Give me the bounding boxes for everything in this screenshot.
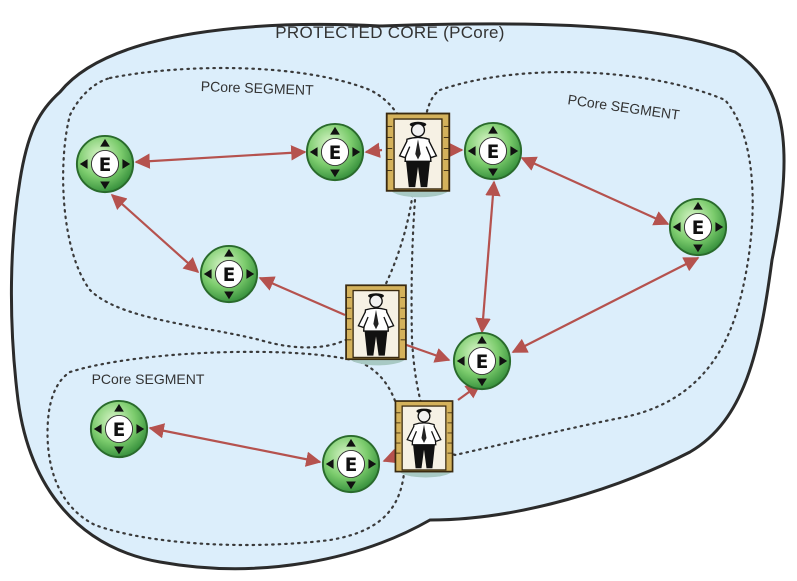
segment-label-bottom-left: PCore SEGMENT bbox=[92, 371, 205, 387]
link bbox=[134, 145, 307, 169]
link bbox=[475, 180, 501, 334]
link bbox=[511, 257, 700, 353]
segment-border-right bbox=[410, 71, 754, 457]
segment-label-top-left: PCore SEGMENT bbox=[201, 78, 315, 98]
link bbox=[520, 156, 670, 226]
link bbox=[110, 193, 200, 274]
link bbox=[382, 448, 400, 464]
link bbox=[364, 142, 383, 158]
link bbox=[258, 276, 346, 317]
endpoint-node-icon bbox=[199, 244, 259, 304]
diagram-title: PROTECTED CORE (PCore) bbox=[275, 23, 505, 42]
endpoint-node-icon bbox=[321, 434, 381, 494]
segment-border-bottom-left bbox=[46, 350, 407, 547]
endpoint-node-icon bbox=[305, 122, 365, 182]
endpoint-node-icon bbox=[668, 197, 728, 257]
segment-border-top-left bbox=[62, 66, 415, 349]
endpoint-node-icon bbox=[75, 134, 135, 194]
endpoint-node-icon bbox=[452, 331, 512, 391]
link bbox=[148, 423, 322, 467]
endpoint-node-icon bbox=[89, 399, 149, 459]
doorkeeper-guard-icon bbox=[385, 112, 451, 199]
endpoint-node-icon bbox=[463, 121, 523, 181]
doorkeeper-guard-icon bbox=[394, 400, 454, 479]
doorkeeper-guard-icon bbox=[345, 284, 407, 367]
